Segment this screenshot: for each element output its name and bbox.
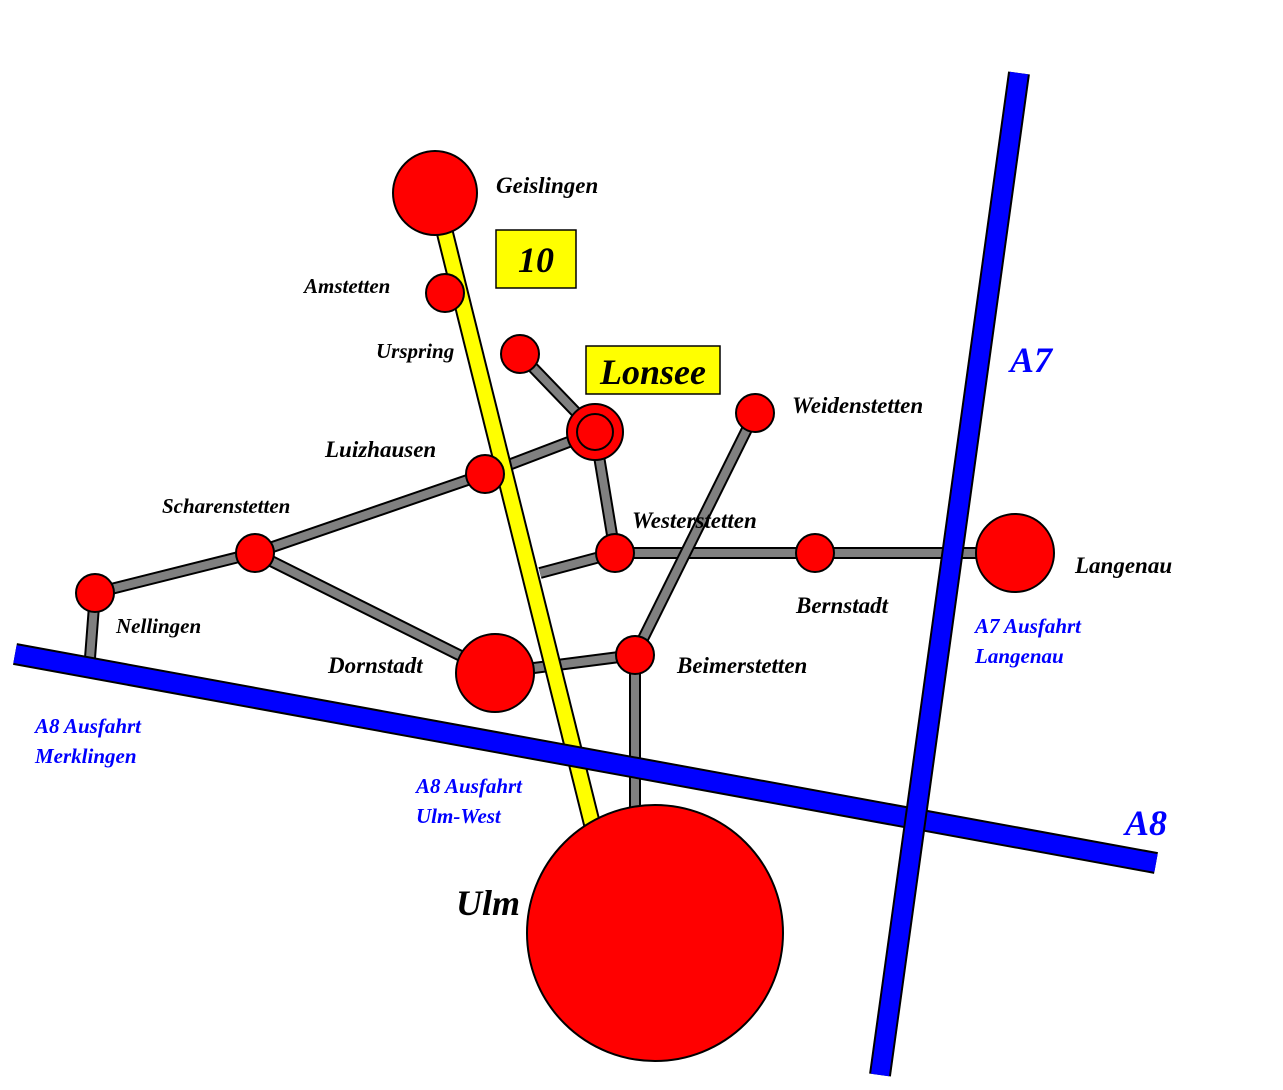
label-exit-ulm-west-line1: A8 Ausfahrt — [414, 774, 523, 798]
label-a7: A7 — [1008, 340, 1054, 380]
town-marker-weidenstetten[interactable] — [735, 393, 775, 433]
route-number-box: 10 — [495, 229, 577, 289]
label-exit-langenau-line2: Langenau — [974, 644, 1064, 668]
label-urspring: Urspring — [376, 339, 454, 363]
town-marker-amstetten[interactable] — [425, 273, 465, 313]
label-nellingen: Nellingen — [115, 614, 201, 638]
label-westerstetten: Westerstetten — [632, 508, 757, 533]
label-exit-langenau-line1: A7 Ausfahrt — [973, 614, 1082, 638]
label-bernstadt: Bernstadt — [795, 593, 889, 618]
town-marker-lonsee-inner — [576, 413, 614, 451]
town-marker-dornstadt[interactable] — [455, 633, 535, 713]
highlight-town-box: Lonsee — [585, 345, 721, 395]
town-marker-langenau[interactable] — [975, 513, 1055, 593]
label-exit-merklingen-line2: Merklingen — [34, 744, 137, 768]
town-marker-bernstadt[interactable] — [795, 533, 835, 573]
town-marker-westerstetten[interactable] — [595, 533, 635, 573]
town-marker-lonsee[interactable] — [566, 403, 624, 461]
motorways — [13, 71, 1158, 1077]
motorway-labels: A7 A8 — [1008, 340, 1167, 843]
town-markers — [75, 150, 1055, 1062]
label-geislingen: Geislingen — [496, 173, 598, 198]
label-langenau: Langenau — [1074, 553, 1172, 578]
exit-labels: A7 Ausfahrt Langenau A8 Ausfahrt Merklin… — [33, 614, 1082, 828]
label-ulm: Ulm — [456, 883, 520, 923]
label-a8: A8 — [1123, 803, 1167, 843]
town-marker-urspring[interactable] — [500, 334, 540, 374]
town-labels: Geislingen Amstetten Urspring Weidenstet… — [115, 173, 1172, 923]
label-luizhausen: Luizhausen — [324, 437, 436, 462]
highlight-town-label: Lonsee — [599, 352, 706, 392]
town-marker-nellingen[interactable] — [75, 573, 115, 613]
label-scharenstetten: Scharenstetten — [162, 494, 290, 518]
label-exit-merklingen-line1: A8 Ausfahrt — [33, 714, 142, 738]
label-dornstadt: Dornstadt — [327, 653, 423, 678]
town-marker-scharenstetten[interactable] — [235, 533, 275, 573]
town-marker-geislingen[interactable] — [392, 150, 478, 236]
label-amstetten: Amstetten — [302, 274, 390, 298]
town-marker-beimerstetten[interactable] — [615, 635, 655, 675]
label-exit-ulm-west-line2: Ulm-West — [416, 804, 502, 828]
town-marker-luizhausen[interactable] — [465, 454, 505, 494]
route-number-label: 10 — [518, 240, 554, 280]
label-beimerstetten: Beimerstetten — [676, 653, 807, 678]
label-weidenstetten: Weidenstetten — [792, 393, 923, 418]
town-marker-ulm[interactable] — [526, 804, 784, 1062]
